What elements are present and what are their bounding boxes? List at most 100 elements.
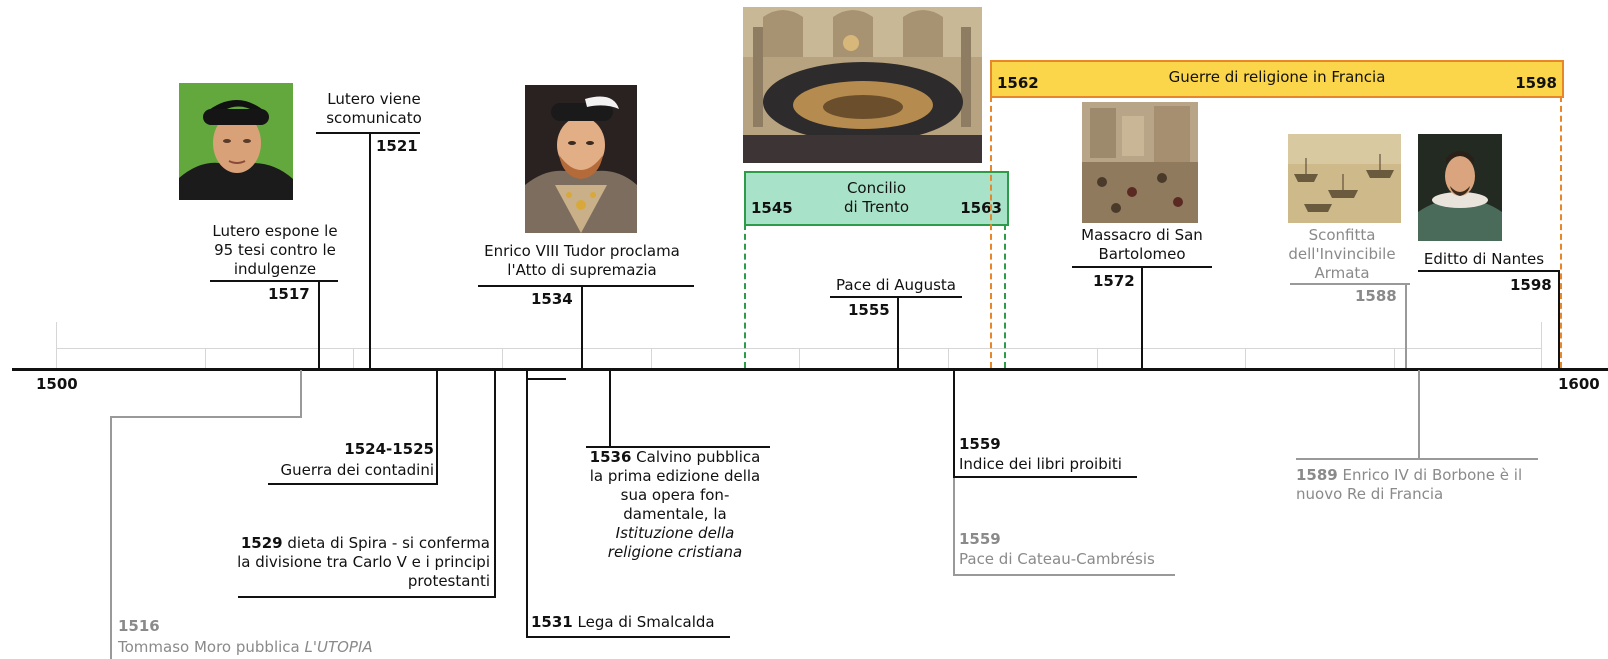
event-rule [1296,458,1538,460]
event-label: Pace di Cateau-Cambrésis [959,550,1155,568]
period-end-year: 1563 [960,199,1002,217]
event-label: Massacro di San Bartolomeo [1081,226,1203,263]
event-label: 1529 dieta di Spira - si conferma la div… [200,534,490,591]
henry-viii-portrait [525,85,637,233]
france-end-dashes [1560,96,1562,368]
event-text-italic: Istituzione della religione cristiana [607,524,743,561]
decade-tick [651,348,652,368]
event-connector [436,370,438,484]
event-year: 1534 [531,290,573,308]
event-tick [526,378,566,380]
axis-end-label: 1600 [1558,375,1600,393]
event-rule [268,483,438,485]
event-connector [369,134,371,368]
event-year: 1524-1525 [344,440,434,458]
event-connector [609,370,611,446]
event-connector [494,370,496,596]
event-connector [1418,370,1420,458]
event-rule [1072,266,1212,268]
decade-tick [1394,348,1395,368]
period-title: Guerre di religione in Francia [1168,68,1386,86]
event-text: Enrico IV di Borbone è il nuovo Re di Fr… [1296,466,1523,503]
period-title: Concilio di Trento [843,179,910,216]
event-label: 1589 Enrico IV di Borbone è il nuovo Re … [1296,466,1522,504]
period-start-year: 1562 [997,74,1039,92]
period-french-wars-of-religion: Guerre di religione in Francia 1562 1598 [990,60,1564,98]
event-label: Lutero espone le 95 tesi contro le indul… [212,222,338,278]
henry-iv-portrait [1418,134,1502,241]
event-year: 1572 [1093,272,1135,290]
decade-tick [948,348,949,368]
decade-tick [353,348,354,368]
event-label: Pace di Augusta [836,276,956,294]
event-connector [1405,285,1407,368]
decade-tick [799,348,800,368]
decade-tick [1245,348,1246,368]
event-year: 1588 [1355,287,1397,305]
event-label: Tommaso Moro pubblica L'UTOPIA [118,638,373,657]
event-label: Indice dei libri proibiti [959,455,1122,473]
event-connector [897,298,899,368]
event-connector [1558,272,1560,368]
event-connector [300,370,302,416]
trent-start-dashes [744,224,746,368]
timeline-axis [12,368,1608,371]
event-label: Sconfitta dell'Invincibile Armata [1288,226,1396,282]
event-label: Enrico VIII Tudor proclama l'Atto di sup… [484,242,680,279]
event-year: 1517 [268,285,310,303]
event-rule [586,446,770,448]
event-year: 1598 [1510,276,1552,294]
event-rule [526,636,730,638]
event-year: 1559 [959,435,1001,453]
event-rule [110,416,302,418]
event-rule [953,574,1175,576]
event-label: Lutero viene scomunicato [326,90,422,127]
event-connector [1141,268,1143,368]
event-rule [1290,283,1410,285]
event-rule [1418,270,1560,272]
event-connector [526,370,528,636]
event-connector [318,282,320,368]
decade-tick [56,322,57,368]
st-bartholomew-massacre-painting [1082,102,1198,223]
event-rule [238,596,496,598]
armada-painting [1288,134,1401,223]
decade-tick [502,348,503,368]
event-connector-left [110,416,112,659]
event-text: Calvino pubblica la prima edizione della… [589,448,761,523]
period-start-year: 1545 [751,199,793,217]
event-label: 1536 Calvino pubblica la prima edizione … [578,448,772,562]
event-text: Tommaso Moro pubblica [118,638,305,656]
event-label: Editto di Nantes [1423,250,1545,268]
decade-tick [1097,348,1098,368]
event-label: 1531 Lega di Smalcalda [531,613,715,632]
period-end-year: 1598 [1515,74,1557,92]
event-text-italic: L'UTOPIA [304,638,373,656]
event-text: dieta di Spira - si conferma la division… [237,534,490,590]
event-rule [210,280,338,282]
event-year: 1589 [1296,466,1338,484]
luther-portrait [179,83,293,200]
period-council-of-trent: Concilio di Trento 1545 1563 [744,171,1009,226]
event-year: 1529 [240,534,283,552]
event-rule [830,296,962,298]
event-rule [953,476,1137,478]
decade-tick [205,348,206,368]
event-rule [316,132,420,134]
event-year: 1559 [959,530,1001,548]
event-year: 1555 [848,301,890,319]
event-connector [581,287,583,368]
event-year: 1521 [376,137,418,155]
axis-start-label: 1500 [36,375,78,393]
decade-tick [1541,322,1542,368]
event-year: 1516 [118,617,160,635]
event-label: Guerra dei contadini [280,461,434,479]
event-connector [953,370,955,476]
event-year: 1531 [531,613,573,631]
france-start-dashes [990,96,992,368]
event-year: 1536 [589,448,632,466]
trent-end-dashes [1004,224,1006,368]
event-text: Lega di Smalcalda [572,613,715,631]
event-rule [478,285,694,287]
event-connector [953,478,955,574]
